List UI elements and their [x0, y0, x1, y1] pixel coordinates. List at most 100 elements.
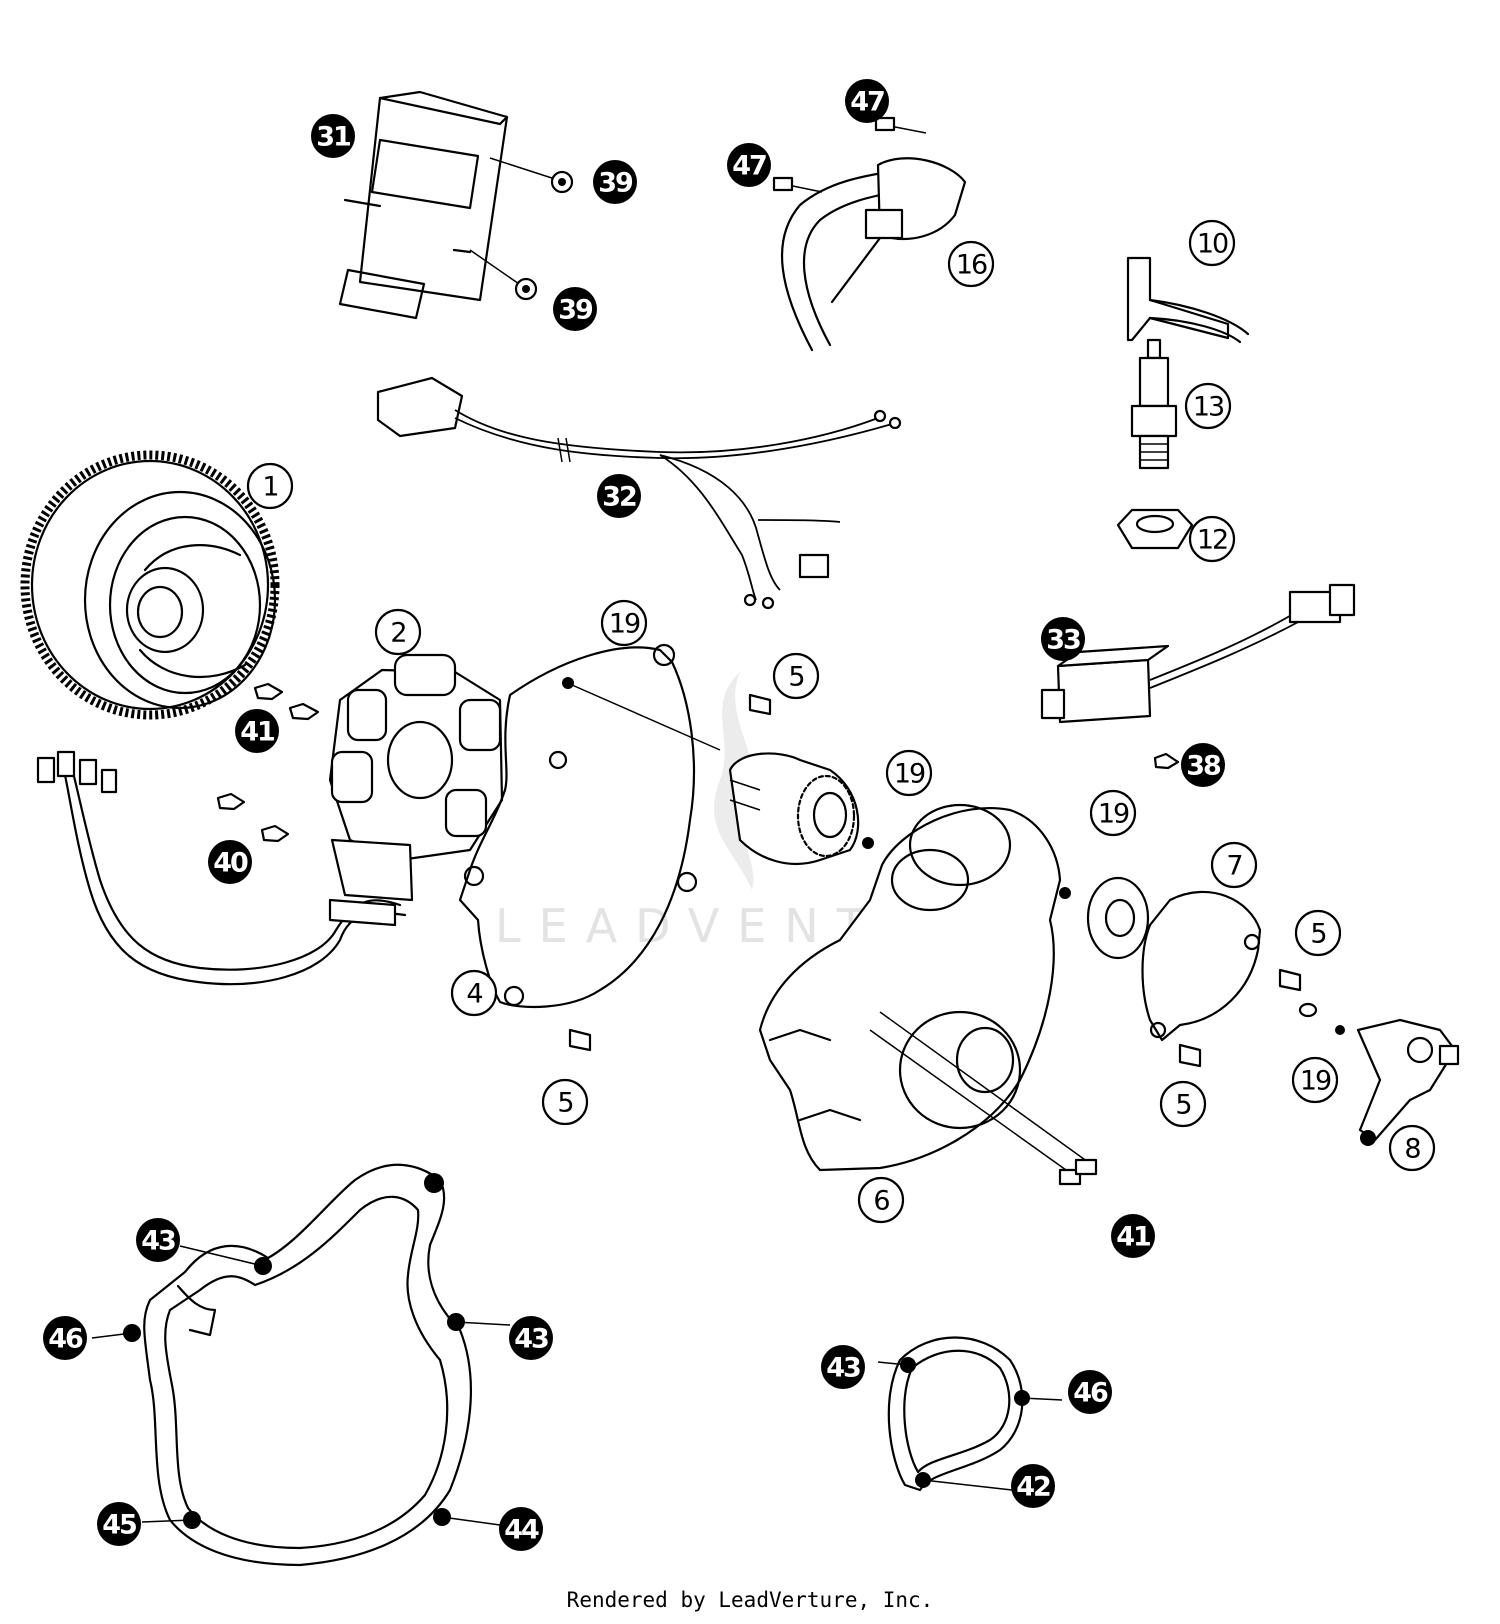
callout-circle [509, 1316, 553, 1360]
ignition-cover-gasket-part[interactable] [458, 643, 772, 1052]
callout-label: 13 [1193, 392, 1224, 423]
callout-19: 19 [1089, 789, 1137, 837]
callout-circle [235, 709, 279, 753]
starter-lever-part[interactable] [1356, 1018, 1460, 1146]
callout-label: 41 [1116, 1222, 1150, 1253]
timing-inspection-cover-part[interactable] [1086, 876, 1345, 1068]
spark-plug-nut-part[interactable] [1116, 508, 1194, 550]
flywheel-rotor-part[interactable] [20, 450, 280, 720]
callout-label: 1 [262, 472, 277, 503]
callout-41: 41 [1111, 1214, 1155, 1258]
ignition-cover-gasket-detail[interactable] [91, 1163, 511, 1567]
cdi-unit-part[interactable] [338, 90, 574, 320]
stator-screws-part[interactable] [216, 682, 320, 843]
callout-circle [600, 599, 648, 647]
callout-4: 4 [450, 969, 498, 1017]
callout-39: 39 [553, 287, 597, 331]
callout-label: 38 [1186, 751, 1221, 782]
callout-33: 33 [1041, 617, 1085, 661]
ignition-cover-part[interactable] [758, 803, 1098, 1186]
spark-plug-part[interactable] [1130, 338, 1178, 470]
callout-label: 6 [873, 1186, 889, 1217]
callout-label: 44 [504, 1515, 539, 1546]
callout-1: 1 [246, 462, 294, 510]
callout-42: 42 [1011, 1464, 1055, 1508]
callout-label: 16 [956, 250, 987, 281]
callout-label: 45 [102, 1510, 136, 1541]
stator-part[interactable] [36, 653, 504, 986]
callout-circle [43, 1316, 87, 1360]
callout-label: 19 [1098, 799, 1129, 830]
callout-45: 45 [97, 1502, 141, 1546]
callout-circle [772, 652, 820, 700]
callout-41: 41 [235, 709, 279, 753]
callout-circle [374, 608, 422, 656]
callout-label: 41 [240, 717, 274, 748]
callout-46: 46 [43, 1316, 87, 1360]
callout-circle [845, 79, 889, 123]
voltage-regulator-part[interactable] [1040, 583, 1356, 770]
spark-plug-cap-part[interactable] [1126, 256, 1250, 344]
wiring-harness-part[interactable] [376, 376, 902, 610]
callout-13: 13 [1184, 382, 1232, 430]
callout-circle [499, 1507, 543, 1551]
callout-label: 33 [1046, 625, 1080, 656]
callout-label: 31 [316, 122, 350, 153]
callout-circle [1111, 1214, 1155, 1258]
ignition-coil-part[interactable] [772, 116, 967, 352]
callout-5: 5 [772, 652, 820, 700]
callout-label: 7 [1226, 851, 1241, 882]
callout-circle [450, 969, 498, 1017]
callout-circle [97, 1502, 141, 1546]
callout-32: 32 [597, 474, 641, 518]
callout-5: 5 [541, 1078, 589, 1126]
starter-idler-gear-part[interactable] [728, 752, 860, 865]
callout-label: 4 [466, 979, 482, 1010]
callout-label: 46 [48, 1324, 83, 1355]
callout-circle [593, 160, 637, 204]
callout-19: 19 [600, 599, 648, 647]
callout-label: 43 [514, 1324, 548, 1355]
callout-circle [821, 1345, 865, 1389]
callout-38: 38 [1181, 743, 1225, 787]
callout-label: 47 [850, 87, 884, 118]
callout-6: 6 [857, 1176, 905, 1224]
callout-circle [246, 462, 294, 510]
callout-circle [857, 1176, 905, 1224]
callout-label: 39 [598, 168, 633, 199]
callout-label: 40 [213, 848, 248, 879]
callout-label: 10 [1197, 229, 1228, 260]
callout-31: 31 [311, 114, 355, 158]
inspection-cover-gasket-detail[interactable] [877, 1336, 1063, 1492]
callout-circle [727, 143, 771, 187]
callout-label: 39 [558, 295, 593, 326]
callout-circle [136, 1218, 180, 1262]
callout-circle [1188, 219, 1236, 267]
callout-47: 47 [727, 143, 771, 187]
callout-19: 19 [885, 749, 933, 797]
callout-circle [1041, 617, 1085, 661]
callout-label: 46 [1073, 1378, 1108, 1409]
callout-circle [1011, 1464, 1055, 1508]
callout-circle [597, 474, 641, 518]
render-credit: Rendered by LeadVerture, Inc. [566, 1588, 934, 1612]
callout-7: 7 [1210, 841, 1258, 889]
callout-circle [1181, 743, 1225, 787]
callout-label: 12 [1197, 525, 1227, 556]
callout-5: 5 [1294, 909, 1342, 957]
callout-circle [1294, 909, 1342, 957]
callout-label: 43 [826, 1353, 860, 1384]
callout-circle [208, 840, 252, 884]
callout-label: 5 [1310, 919, 1325, 950]
callout-8: 8 [1388, 1124, 1436, 1172]
callout-circle [1159, 1080, 1207, 1128]
callout-circle [1188, 515, 1236, 563]
callout-19: 19 [1291, 1056, 1339, 1104]
callout-label: 19 [1300, 1066, 1331, 1097]
callout-label: 5 [788, 662, 803, 693]
callout-10: 10 [1188, 219, 1236, 267]
callout-circle [1068, 1370, 1112, 1414]
callout-circle [1291, 1056, 1339, 1104]
